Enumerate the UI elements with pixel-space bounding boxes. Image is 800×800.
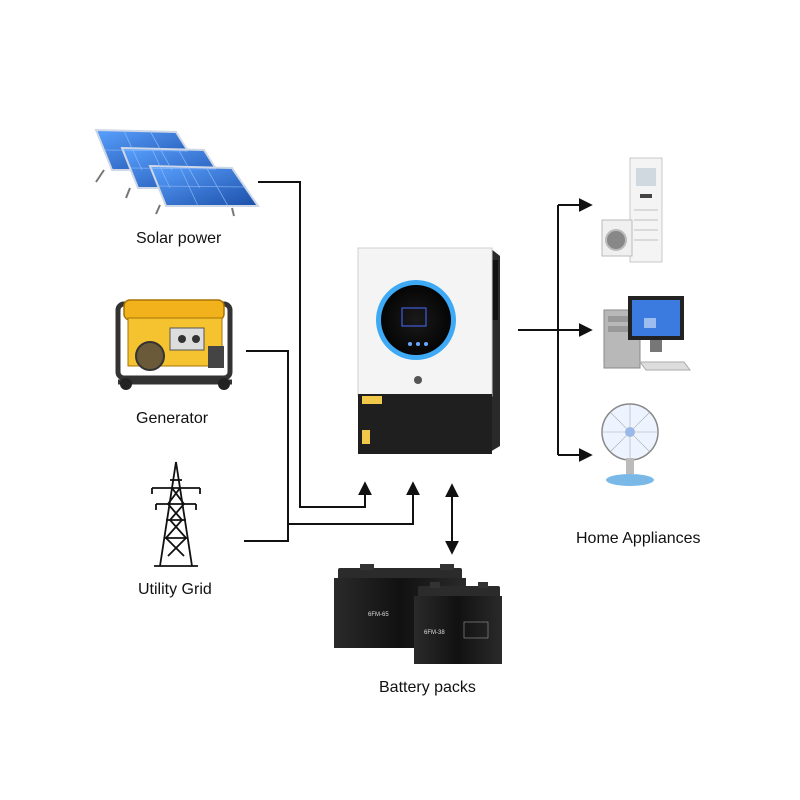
utility-grid-label: Utility Grid <box>138 581 212 598</box>
solar-panel-icon <box>94 128 260 217</box>
electric-fan-icon <box>601 403 659 486</box>
power-tower-icon <box>151 461 201 567</box>
air-conditioner-icon <box>601 157 663 263</box>
battery-packs-label: Battery packs <box>379 679 476 696</box>
grid-connector <box>244 524 289 542</box>
generator-icon <box>115 299 233 390</box>
solar-power-label: Solar power <box>136 230 222 247</box>
home-appliances-label: Home Appliances <box>576 530 701 547</box>
connector-lines <box>244 181 593 555</box>
battery-large-model: 6FM-65 <box>368 612 389 618</box>
solar-connector <box>258 181 372 508</box>
battery-icon: 6FM-65 6FM-38 <box>334 564 502 664</box>
generator-label: Generator <box>136 410 209 427</box>
desktop-computer-icon <box>603 296 691 371</box>
battery-small: 6FM-38 <box>414 582 502 664</box>
battery-small-model: 6FM-38 <box>424 630 445 636</box>
hybrid-inverter-icon <box>357 247 500 454</box>
